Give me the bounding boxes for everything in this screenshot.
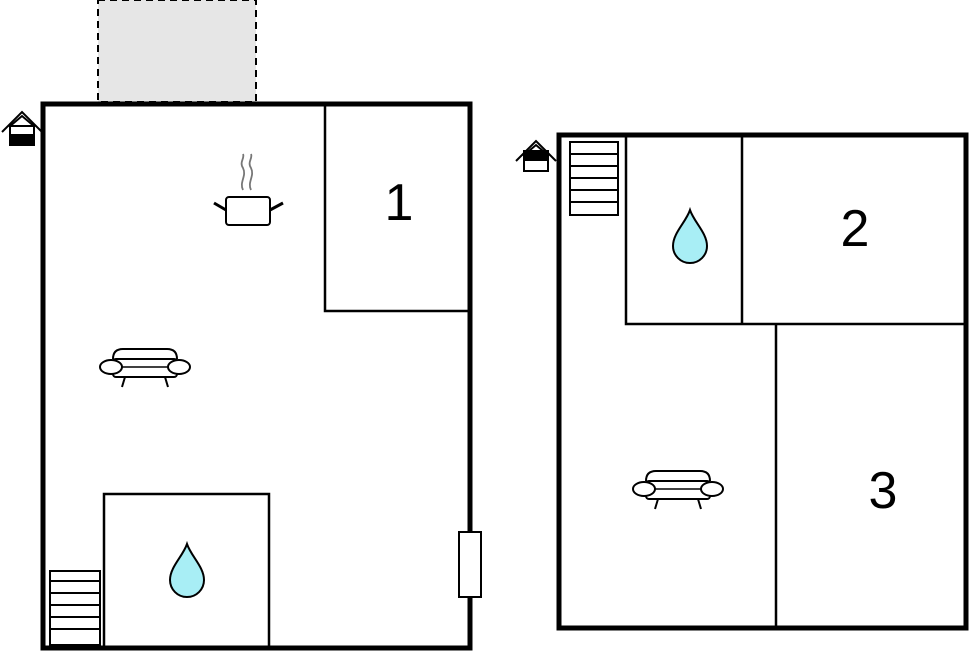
room-1-label: 1 xyxy=(385,174,414,232)
door-icon xyxy=(458,531,482,598)
water-drop-icon xyxy=(672,209,708,264)
bathroom-right-walls xyxy=(624,135,966,326)
room-3-label: 3 xyxy=(869,462,898,520)
house-entrance-icon xyxy=(1,111,43,146)
ground-floor-outline xyxy=(40,101,473,651)
water-drop-icon xyxy=(169,543,205,598)
cooking-pot-icon xyxy=(213,153,284,226)
stairs-icon xyxy=(49,570,101,646)
sofa-icon xyxy=(632,470,724,510)
room-1-walls xyxy=(323,104,470,313)
stairs-icon xyxy=(569,141,619,216)
upper-floor-outline xyxy=(556,132,969,631)
house-entrance-icon xyxy=(515,140,557,172)
sofa-icon xyxy=(99,348,191,388)
terrace xyxy=(97,0,257,103)
bathroom-walls xyxy=(102,492,271,648)
room-2-label: 2 xyxy=(841,200,870,258)
